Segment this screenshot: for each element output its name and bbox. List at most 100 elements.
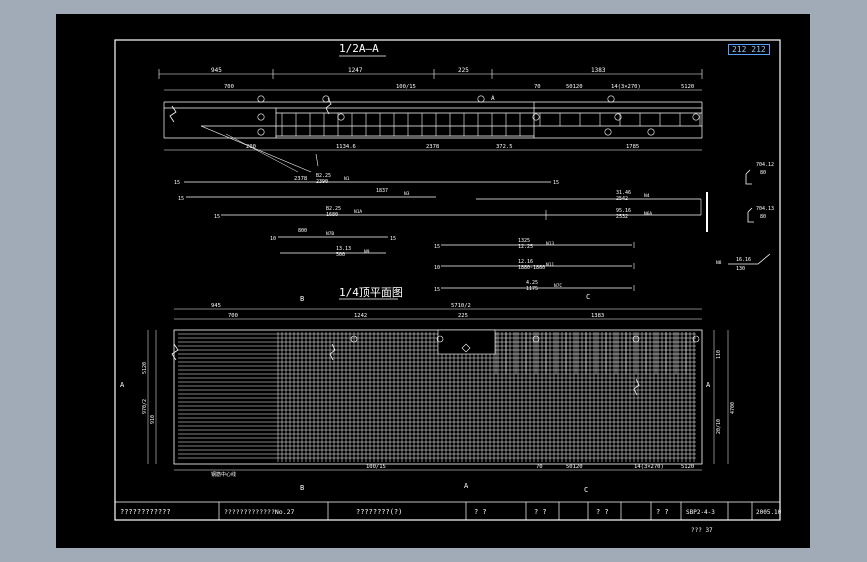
dim-70: 70 (534, 84, 541, 90)
rebar-label-top: B2.25 (316, 173, 331, 179)
slope-label: 2378 (294, 176, 307, 182)
section-mark-a-right: A (706, 381, 711, 389)
title-project: ???????????? (120, 508, 171, 516)
side-detail-3-bottom: 130 (736, 266, 745, 272)
plan-vertical-rebars (277, 332, 695, 462)
side-detail-2-bottom: 80 (760, 214, 766, 220)
rebar-label-top: 95.16 (616, 208, 631, 214)
rebar-bars (184, 181, 701, 289)
rebar-label-top: B2.25 (326, 206, 341, 212)
end-label-8: 10 (434, 265, 440, 271)
rebar-tag: N3 (404, 191, 410, 197)
plan-note: 钢筋中心线 (211, 471, 236, 478)
rebar-label-bottom: 1175 (526, 286, 538, 292)
end-label-5: 10 (270, 236, 276, 242)
rebar-label-top: 12.16 (518, 259, 533, 265)
right-dim-1: 110 (716, 350, 722, 359)
dim-225: 225 (458, 67, 469, 74)
left-dim-1: 5120 (142, 362, 148, 374)
side-detail-shapes (728, 169, 771, 265)
title-cell-1: ? ? (474, 508, 487, 516)
plan-dim-225: 225 (458, 313, 468, 319)
rebar-tag: N1A (354, 209, 362, 215)
title-drawing-no: SBP2-4-3 (686, 509, 715, 516)
plan-dim-bottom-1: 100/15 (366, 464, 386, 470)
title-drawing-name: ?????????????No.27 (224, 508, 295, 516)
plan-dim-bottom-5: 5120 (681, 464, 694, 470)
plan-dim-bottom-3: 50120 (566, 464, 583, 470)
page-number: ??? 37 (691, 527, 713, 534)
rebar-label-top: 13.13 (336, 246, 351, 252)
section-mark-a-left: A (120, 381, 125, 389)
plan-dim-5710: 5710/2 (451, 303, 471, 309)
rebar-tag: N7B (326, 231, 334, 237)
rebar-tag: N6A (644, 211, 652, 217)
left-dim-2: 970/2 (142, 399, 148, 414)
sheet-stamp: 212 212 (728, 44, 770, 55)
side-detail-3-tag: N8 (716, 260, 722, 266)
plan-view-title: 1/4顶平面图 (339, 286, 403, 299)
rebar-label-top: 31.46 (616, 190, 631, 196)
bottom-dim-1785: 1785 (626, 144, 639, 150)
anchor-a-top: A (491, 95, 495, 102)
plan-dim-bottom-4: 14(3×270) (634, 464, 664, 470)
rebar-label-bottom: 2390 (316, 179, 328, 185)
left-dim-3: 910 (150, 415, 156, 424)
engineering-drawing: 1/2A—A 945 1247 225 1383 700 100/15 70 5… (114, 39, 782, 534)
right-dim-2: 20/10 (716, 419, 722, 434)
side-detail-2-top: 704.13 (756, 206, 774, 212)
end-label-1: 15 (174, 180, 180, 186)
side-detail-1-bottom: 80 (760, 170, 766, 176)
bottom-dim-1134: 1134.6 (336, 144, 356, 150)
right-dim-3: 4700 (730, 402, 736, 414)
dim-5120: 5120 (681, 84, 694, 90)
plan-dim-1383: 1383 (591, 313, 604, 319)
section-mark-b-bottom: B (300, 484, 304, 492)
end-label-4: 15 (214, 214, 220, 220)
side-detail-1-top: 704.12 (756, 162, 774, 168)
rebar-label-bottom: 1680 (326, 212, 338, 218)
dim-945: 945 (211, 67, 222, 74)
dim-1383: 1383 (591, 67, 606, 74)
section-mark-b-top: B (300, 295, 304, 303)
title-cell-4: ? ? (656, 508, 669, 516)
stirrup-lines (281, 113, 701, 136)
plan-horizontal-rebars (178, 333, 696, 459)
end-label-2: 15 (553, 180, 559, 186)
rebar-label-top: 800 (298, 228, 307, 234)
bottom-dim-372: 372.5 (496, 144, 513, 150)
drawing-frame (114, 39, 781, 521)
dim-100-15: 100/15 (396, 84, 416, 90)
cad-viewport[interactable]: 1/2A—A 945 1247 225 1383 700 100/15 70 5… (56, 14, 810, 548)
rebar-label-top: 1325 (518, 238, 530, 244)
dim-700: 700 (224, 84, 234, 90)
rebar-tag: N13 (546, 241, 554, 247)
end-label-3: 15 (178, 196, 184, 202)
title-cell-2: ? ? (534, 508, 547, 516)
rebar-tag: N11 (546, 262, 554, 268)
rebar-tag: N7C (554, 283, 562, 289)
end-label-6: 15 (390, 236, 396, 242)
title-date: 2005.10 (756, 509, 782, 516)
section-mark-a-bottom: A (464, 482, 469, 490)
rebar-label-top: 1837 (376, 188, 388, 194)
rebar-tag: N9 (364, 249, 370, 255)
plan-dim-1242: 1242 (354, 313, 367, 319)
side-notes (706, 192, 708, 232)
side-detail-3-top: 16.16 (736, 257, 751, 263)
section-mark-c-bottom: C (584, 486, 588, 494)
section-mark-c-top: C (586, 293, 590, 301)
rebar-label-bottom: 2532 (616, 214, 628, 220)
rebar-tag: N4 (644, 193, 650, 199)
end-label-9: 15 (434, 287, 440, 293)
title-cell-3: ? ? (596, 508, 609, 516)
bottom-dim-2378: 2378 (426, 144, 439, 150)
rebar-tag: N1 (344, 176, 350, 182)
title-content: ????????(?) (356, 508, 402, 516)
plan-dim-700: 700 (228, 313, 238, 319)
end-label-7: 15 (434, 244, 440, 250)
rebar-label-top: 4.25 (526, 280, 538, 286)
rebar-label-bottom: 1880-1860 (518, 265, 545, 271)
rebar-label-bottom: 2542 (616, 196, 628, 202)
dim-14-270: 14(3×270) (611, 84, 641, 90)
